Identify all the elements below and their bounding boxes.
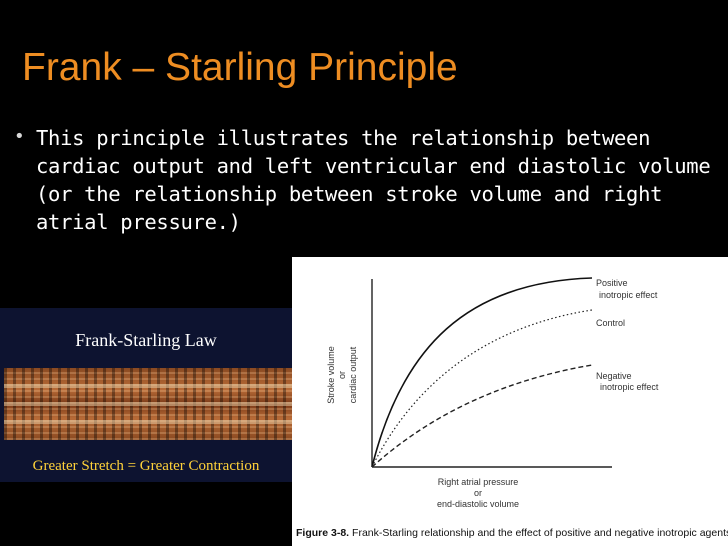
figure-caption-text: Frank-Starling relationship and the effe… — [352, 527, 728, 539]
muscle-band — [4, 402, 292, 406]
muscle-band — [4, 420, 292, 424]
y-axis-label-line3: cardiac output — [348, 346, 358, 403]
positive-curve-label-line1: Positive — [596, 278, 628, 288]
starling-curve-plot: Stroke volume or cardiac output Right at… — [326, 277, 659, 509]
control-curve — [371, 309, 593, 468]
positive-curve-label-line2: inotropic effect — [599, 290, 658, 300]
frank-starling-law-image: Frank-Starling Law Greater Stretch = Gre… — [0, 308, 292, 482]
x-axis-label-line2: or — [474, 488, 482, 498]
law-image-caption: Greater Stretch = Greater Contraction — [32, 458, 260, 474]
x-axis-label-line3: end-diastolic volume — [437, 499, 519, 509]
slide-title: Frank – Starling Principle — [22, 46, 458, 89]
x-axis-label-line1: Right atrial pressure — [438, 477, 519, 487]
figure-caption: Figure 3-8. Frank-Starling relationship … — [296, 527, 728, 539]
y-axis-label-line2: or — [337, 371, 347, 379]
negative-curve-label-line2: inotropic effect — [600, 382, 659, 392]
negative-inotropic-curve — [371, 364, 593, 468]
control-curve-label: Control — [596, 318, 625, 328]
law-image-title: Frank-Starling Law — [75, 330, 217, 350]
muscle-band — [4, 384, 292, 388]
muscle-fiber-illustration — [4, 368, 292, 440]
positive-inotropic-curve — [371, 277, 593, 468]
bullet-text: This principle illustrates the relations… — [36, 126, 711, 234]
bullet-point: • This principle illustrates the relatio… — [14, 124, 720, 236]
starling-curve-figure: Stroke volume or cardiac output Right at… — [292, 257, 728, 546]
y-axis-label-line1: Stroke volume — [326, 346, 336, 404]
negative-curve-label-line1: Negative — [596, 371, 632, 381]
figure-caption-label: Figure 3-8. — [296, 527, 350, 539]
bullet-marker: • — [14, 126, 25, 147]
